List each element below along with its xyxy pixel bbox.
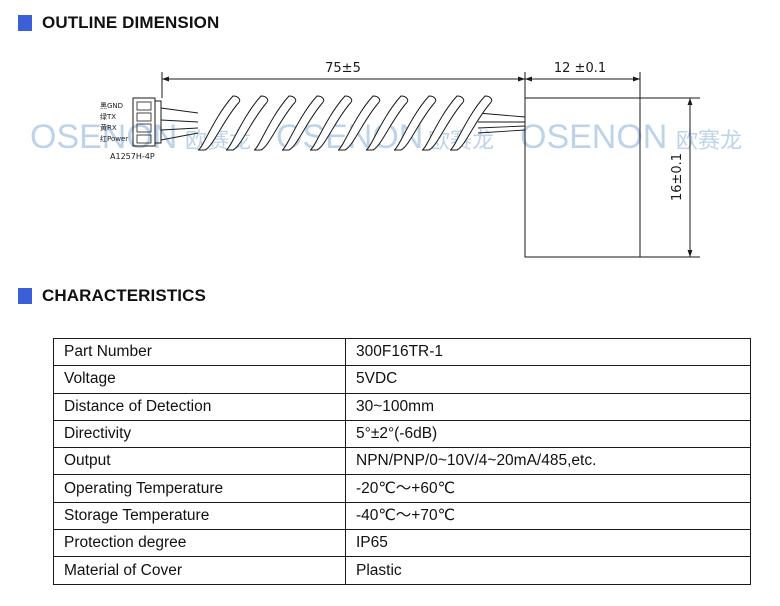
connector-model-label: A1257H-4P bbox=[110, 152, 155, 161]
twisted-cable bbox=[197, 95, 493, 151]
pin-label: 黄RX bbox=[100, 123, 117, 132]
outline-section-header: OUTLINE DIMENSION bbox=[18, 12, 219, 34]
characteristics-section-title: CHARACTERISTICS bbox=[42, 286, 206, 305]
cable-twist-segment bbox=[197, 95, 241, 151]
section-marker-icon bbox=[18, 15, 32, 31]
spec-value: IP65 bbox=[345, 529, 751, 558]
cable-wires bbox=[160, 107, 526, 141]
length-dimension-label: 75±5 bbox=[325, 61, 361, 76]
spec-label: Part Number bbox=[53, 337, 346, 367]
characteristics-section-header: CHARACTERISTICS bbox=[18, 285, 206, 307]
spec-label: Distance of Detection bbox=[53, 392, 346, 421]
spec-value: 5°±2°(-6dB) bbox=[345, 419, 751, 449]
outline-drawing: OSENON 欧赛龙 OSENON 欧赛龙 OSENON 欧赛龙 75±5 12… bbox=[30, 61, 742, 258]
width-dimension-label: 12 ±0.1 bbox=[554, 61, 606, 76]
cable-twist-segment bbox=[337, 95, 381, 151]
cable-twist-segment bbox=[365, 95, 409, 151]
pin-label: 绿TX bbox=[100, 112, 116, 121]
pin-label: 黑GND bbox=[100, 102, 123, 110]
spec-value: -20℃～+60℃ bbox=[345, 474, 751, 503]
spec-value: NPN/PNP/0~10V/4~20mA/485,etc. bbox=[345, 447, 751, 476]
cable-twist-segment bbox=[309, 95, 353, 151]
sensor-body bbox=[524, 97, 641, 258]
spec-label: Voltage bbox=[53, 365, 346, 394]
spec-label: Operating Temperature bbox=[53, 474, 346, 503]
spec-value: 300F16TR-1 bbox=[345, 337, 751, 367]
cable-twist-segment bbox=[449, 95, 493, 151]
watermark-brand-3: OSENON bbox=[520, 118, 667, 156]
height-dimension-label: 16±0.1 bbox=[670, 153, 685, 201]
spec-label: Protection degree bbox=[53, 529, 346, 558]
section-marker-icon bbox=[18, 288, 32, 304]
cable-twist-segment bbox=[281, 95, 325, 151]
table-row: Storage Temperature-40℃～+70℃ bbox=[53, 501, 751, 531]
spec-label: Output bbox=[53, 447, 346, 476]
pin-labels: 黑GND 绿TX 黄RX 红Power bbox=[100, 102, 128, 143]
cable-twist-segment bbox=[253, 95, 297, 151]
spec-label: Directivity bbox=[53, 419, 346, 449]
connector bbox=[132, 97, 162, 147]
watermark-cn-3: 欧赛龙 bbox=[676, 128, 742, 153]
spec-value: 5VDC bbox=[345, 365, 751, 394]
spec-value: -40℃～+70℃ bbox=[345, 501, 751, 531]
pin-label: 红Power bbox=[100, 134, 128, 143]
cable-twist-segment bbox=[393, 95, 437, 151]
spec-value: 30~100mm bbox=[345, 392, 751, 421]
cable-twist-segment bbox=[421, 95, 465, 151]
table-row: Operating Temperature-20℃～+60℃ bbox=[53, 474, 751, 503]
spec-label: Material of Cover bbox=[53, 556, 346, 585]
spec-value: Plastic bbox=[345, 556, 751, 585]
spec-label: Storage Temperature bbox=[53, 501, 346, 531]
cable-twist-segment bbox=[225, 95, 269, 151]
outline-section-title: OUTLINE DIMENSION bbox=[42, 13, 220, 32]
watermark-brand-1: OSENON bbox=[30, 118, 177, 156]
